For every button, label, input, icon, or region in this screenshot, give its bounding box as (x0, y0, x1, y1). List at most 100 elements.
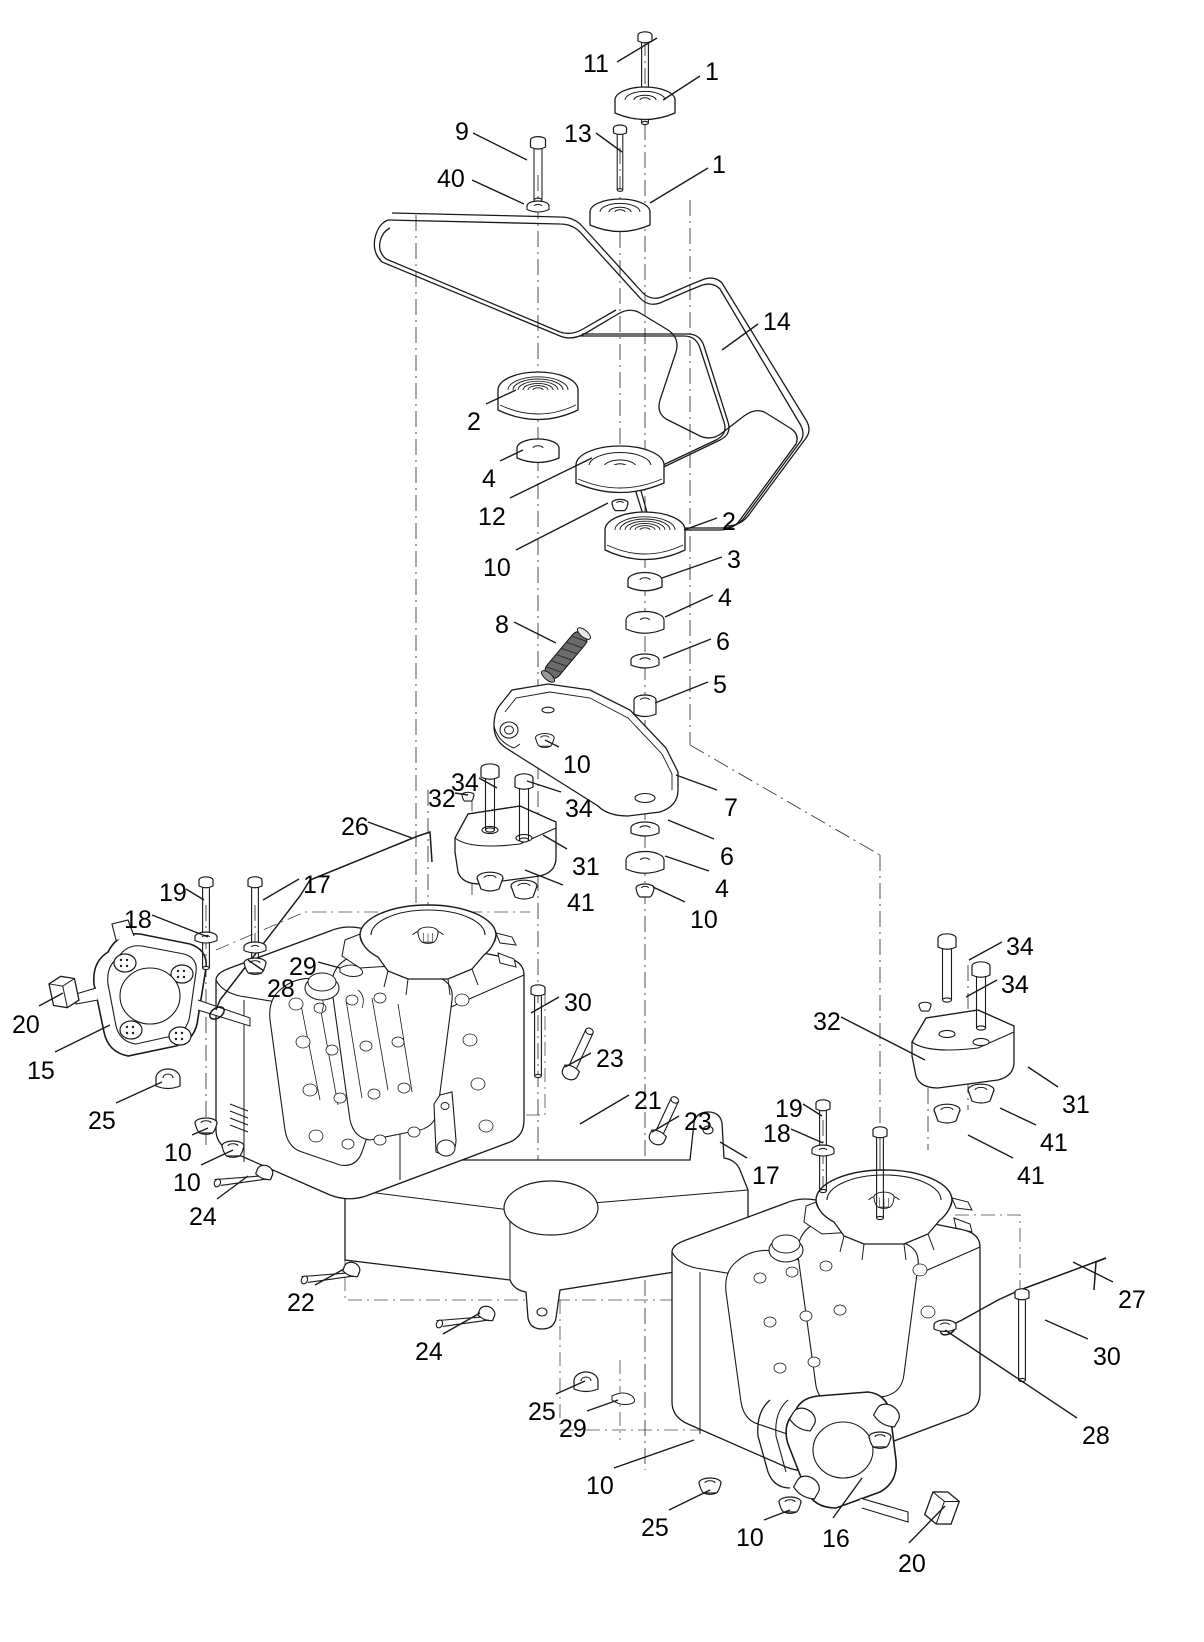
leader-line-4 (664, 855, 710, 872)
leader-line-25 (115, 1081, 163, 1104)
callout-6: 6 (716, 628, 730, 656)
callout-4: 4 (482, 465, 496, 493)
leader-line-26 (367, 821, 413, 839)
wheel-hub-right-16 (757, 1391, 961, 1525)
callout-1: 1 (712, 151, 726, 179)
leader-line-10 (613, 1439, 695, 1469)
transmission-left-29 (215, 904, 525, 1200)
leader-line-1 (649, 167, 709, 204)
leader-line-10 (763, 1509, 791, 1521)
callout-24: 24 (189, 1203, 217, 1231)
leader-line-12 (509, 457, 593, 499)
callout-40: 40 (437, 165, 465, 193)
callout-8: 8 (495, 611, 509, 639)
leader-line-10 (544, 739, 560, 748)
leader-line-4 (664, 594, 714, 618)
callout-34: 34 (451, 769, 479, 797)
leader-line-22 (314, 1268, 345, 1286)
callout-17: 17 (303, 871, 331, 899)
callout-26: 26 (341, 813, 369, 841)
callout-16: 16 (822, 1525, 850, 1553)
callout-17: 17 (752, 1162, 780, 1190)
leader-line-10 (200, 1149, 234, 1166)
callout-34: 34 (565, 795, 593, 823)
leader-line-30 (530, 996, 560, 1014)
callout-25: 25 (88, 1107, 116, 1135)
lower-washer-stack (625, 821, 665, 898)
callout-10: 10 (164, 1139, 192, 1167)
leader-line-29 (317, 961, 341, 969)
leader-line-18 (151, 914, 209, 938)
leader-line-24 (442, 1312, 481, 1335)
leader-line-10 (515, 502, 609, 551)
leader-line-6 (662, 638, 712, 659)
leader-line-16 (832, 1477, 863, 1519)
callout-34: 34 (1006, 933, 1034, 961)
leader-line-10 (191, 1127, 209, 1136)
callout-31: 31 (572, 853, 600, 881)
callout-10: 10 (586, 1472, 614, 1500)
leader-lines (38, 37, 1114, 1544)
callout-12: 12 (478, 503, 506, 531)
leader-line-23 (651, 1115, 680, 1133)
callout-20: 20 (12, 1011, 40, 1039)
callout-11: 11 (583, 50, 609, 78)
callout-30: 30 (564, 989, 592, 1017)
callout-18: 18 (124, 906, 152, 934)
callout-15: 15 (27, 1057, 55, 1085)
callout-20: 20 (898, 1550, 926, 1578)
leader-line-29 (586, 1399, 619, 1412)
leader-line-41 (524, 869, 564, 886)
callout-4: 4 (715, 875, 729, 903)
leader-line-2 (485, 389, 517, 405)
leader-line-25 (668, 1489, 711, 1511)
leader-line-28 (247, 959, 265, 972)
callout-32: 32 (428, 785, 456, 813)
callout-13: 13 (564, 120, 592, 148)
leader-line-11 (616, 37, 658, 63)
callout-41: 41 (1040, 1129, 1068, 1157)
leader-line-10 (652, 886, 686, 903)
callout-28: 28 (267, 975, 295, 1003)
leader-line-34 (968, 941, 1003, 961)
leader-line-3 (661, 556, 723, 579)
leader-line-24 (216, 1175, 249, 1200)
callout-9: 9 (455, 118, 469, 146)
leader-line-41 (999, 1107, 1037, 1126)
leader-line-17 (719, 1141, 748, 1159)
callout-27: 27 (1118, 1286, 1146, 1314)
leader-line-41 (967, 1134, 1014, 1159)
leader-line-6 (667, 819, 715, 840)
leader-line-7 (675, 774, 718, 791)
callout-25: 25 (528, 1398, 556, 1426)
callout-10: 10 (563, 751, 591, 779)
callout-22: 22 (287, 1289, 315, 1317)
mount-bracket-left-31 (454, 763, 557, 900)
callout-31: 31 (1062, 1091, 1090, 1119)
leader-line-30 (1044, 1319, 1089, 1340)
leader-line-34 (478, 777, 498, 789)
callout-29: 29 (289, 953, 317, 981)
callout-29: 29 (559, 1415, 587, 1443)
leader-line-21 (579, 1094, 630, 1125)
callout-34: 34 (1001, 971, 1029, 999)
callout-1: 1 (705, 58, 719, 86)
leader-line-31 (1027, 1066, 1059, 1088)
leader-line-20 (38, 992, 64, 1007)
callout-21: 21 (634, 1087, 662, 1115)
callout-10: 10 (173, 1169, 201, 1197)
leader-line-19 (802, 1103, 823, 1117)
leader-line-32 (454, 792, 469, 796)
control-rod-26 (209, 830, 433, 1020)
callout-2: 2 (722, 508, 736, 536)
leader-line-34 (965, 979, 998, 998)
callout-19: 19 (775, 1095, 803, 1123)
leader-line-28 (944, 1329, 1078, 1419)
callout-4: 4 (718, 584, 732, 612)
callout-23: 23 (684, 1108, 712, 1136)
idler-pulley-stack-right (604, 511, 686, 718)
leader-line-9 (472, 132, 528, 161)
leader-line-19 (185, 888, 205, 901)
callout-10: 10 (690, 906, 718, 934)
